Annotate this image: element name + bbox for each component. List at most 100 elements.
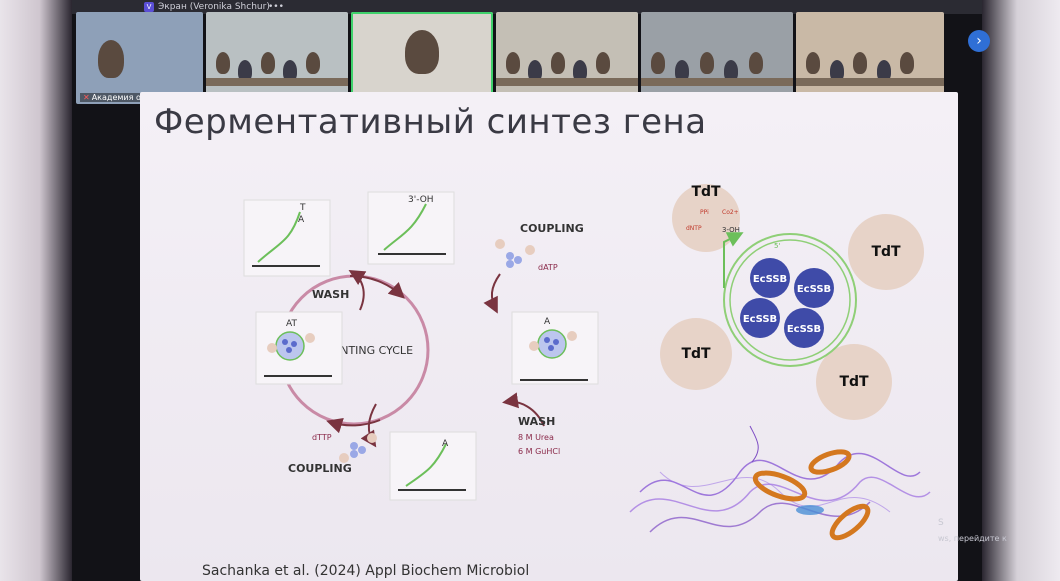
participant-silhouette [876,60,891,82]
screen: V Экран (Veronika Shchur) ••• ✕Академия о… [72,0,1007,581]
datp-molecules [495,239,535,268]
window-title: Экран (Veronika Shchur) [158,2,270,12]
tdt-bubble-top [672,184,740,252]
participant-tile[interactable]: ✕СШ25 г.Витебска [641,12,793,104]
protein-structure-image [629,425,931,541]
cycle-arrow-bottom [326,417,381,434]
dna-strand-arrow [723,232,744,288]
muted-mic-icon: ✕ [83,93,90,102]
panel-a-bottom: A [389,431,477,501]
tdt-oh: 3-OH [722,226,740,234]
ecssb-3 [740,298,780,338]
participant-silhouette [595,52,610,74]
participant-tile[interactable]: ✕Большеберестовицкая СШ [496,12,638,104]
participant-silhouette [724,60,739,82]
ecssb-2-label: EcSSB [797,284,831,295]
participant-silhouette [98,40,124,78]
more-options-button[interactable]: ••• [268,2,284,12]
cycle-arrow-top [349,274,405,299]
participant-tile[interactable]: Veronika Shchur [351,12,493,104]
ecssb-1 [750,258,790,298]
label-wash-bottom: WASH [518,415,555,428]
participant-silhouette [748,52,763,74]
panel-ta: T A [243,199,331,277]
ecssb-4 [784,308,824,348]
ecssb-4-label: EcSSB [787,324,821,335]
panel-a-right-label: A [544,317,551,327]
participant-tile[interactable]: ✕Химия_Полешко Анастасия ГУ... [796,12,944,104]
arrow-coupling-top [483,273,501,314]
dna-ring-outer [723,233,857,367]
arrow-wash-top [348,269,367,311]
participant-silhouette [506,52,520,74]
monitor-bezel-right [982,0,1060,581]
participant-tile[interactable]: ✕Гимназия г. Пружаны [206,12,348,104]
ecssb-1-label: EcSSB [753,274,787,285]
next-page-arrow-icon[interactable]: › [968,30,990,52]
panel-ta-a: A [298,215,305,225]
desk [796,78,944,86]
dna-five-prime: 5' [774,242,780,250]
label-datp: dATP [538,263,558,272]
ecssb-2 [794,268,834,308]
label-coupling-top: COUPLING [520,222,584,235]
panel-at-label: AT [286,319,297,329]
tdt-bubble-bottom [816,344,892,420]
tdt-bubble-left [660,318,732,390]
slide-diagram: DNA PRINTING CYCLE T A 3'-OH [243,184,931,541]
participant-silhouette [699,52,714,74]
participant-silhouette [806,52,820,74]
participant-silhouette [550,52,565,74]
participant-silhouette [675,60,690,82]
participant-strip: ✕Академия образования✕Гимназия г. Пружан… [76,12,958,104]
slide-citation: Sachanka et al. (2024) Appl Biochem Micr… [202,563,530,579]
dttp-molecules [339,433,377,463]
tdt-bubble-right [848,214,924,290]
participant-silhouette [528,60,543,82]
tdt-label-top: TdT [691,184,721,200]
desk [206,78,348,86]
participant-silhouette [283,60,298,82]
shared-slide: Ферментативный синтез гена DNA PRINTING … [140,92,958,581]
window-titlebar: V Экран (Veronika Shchur) ••• [72,0,982,14]
panel-oh-label: 3'-OH [408,195,434,205]
participant-tile[interactable]: ✕Академия образования [76,12,203,104]
participant-silhouette [305,52,320,74]
label-coupling-bottom: COUPLING [288,462,352,475]
participant-silhouette [900,52,915,74]
panel-at: AT [255,311,343,385]
panel-a-right: A [511,311,599,385]
participant-silhouette [238,60,253,82]
participant-silhouette [405,30,439,74]
participant-silhouette [853,52,868,74]
label-dttp: dTTP [312,433,332,442]
tdt-diagram: TdT PPi Co2+ dNTP 3-OH TdT TdT TdT 5' Ec… [660,184,924,420]
desk [641,78,793,86]
participant-silhouette [651,52,665,74]
label-guhcl: 6 M GuHCl [518,447,560,456]
tdt-label-right: TdT [871,244,901,260]
activation-overlay-text: ws, перейдите к [938,534,1007,543]
tdt-co: Co2+ [722,209,739,216]
monitor-bezel-left [0,0,72,581]
label-wash-top: WASH [312,288,349,301]
arrow-wash-bottom [502,392,545,427]
tdt-label-left: TdT [681,346,711,362]
participant-silhouette [216,52,230,74]
tdt-label-bottom: TdT [839,374,869,390]
participant-silhouette [829,60,844,82]
label-urea: 8 M Urea [518,433,554,442]
ecssb-3-label: EcSSB [743,314,777,325]
dna-ring-inner [729,239,851,361]
panel-oh: 3'-OH [367,191,455,265]
panel-ta-t: T [299,203,306,213]
slide-title: Ферментативный синтез гена [154,102,707,142]
participant-silhouette [260,52,275,74]
desk [496,78,638,86]
panel-a-bottom-label: A [442,439,449,449]
participant-silhouette [573,60,588,82]
tdt-dntp: dNTP [686,225,702,232]
activation-overlay-letter: S [938,518,944,528]
tdt-pp: PPi [700,209,709,216]
app-logo-icon: V [144,1,154,12]
